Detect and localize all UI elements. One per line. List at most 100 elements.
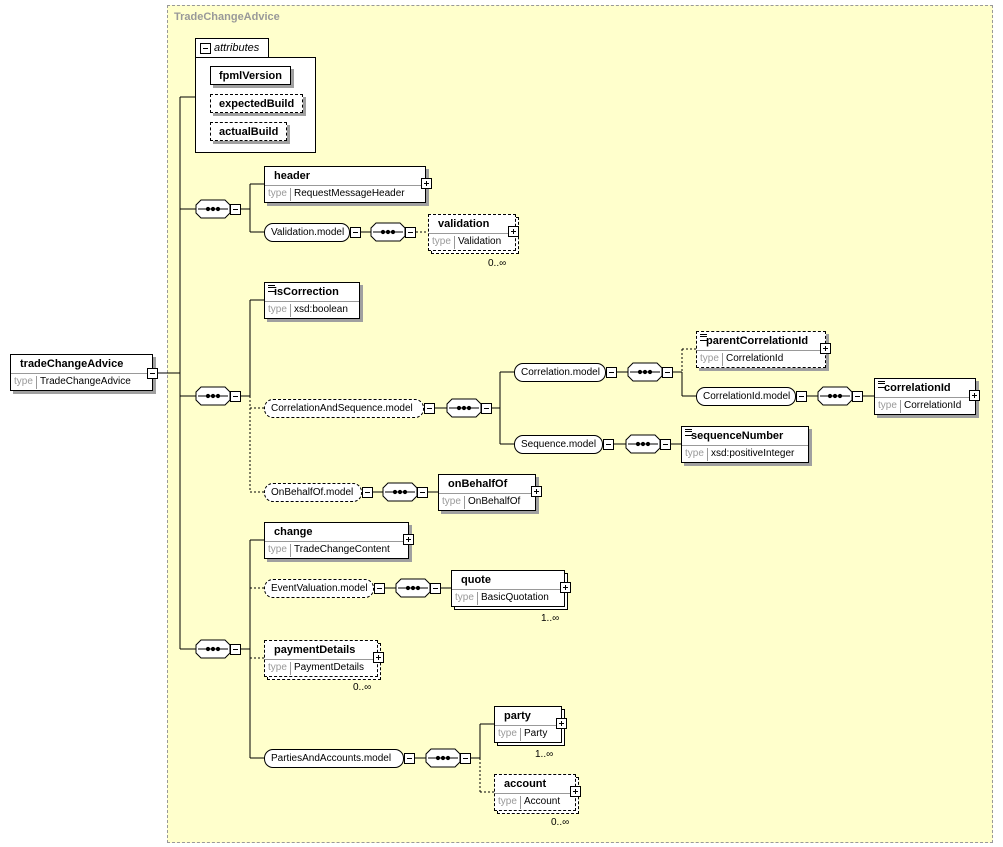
type-value: TradeChangeContent xyxy=(290,544,390,557)
element-name: correlationId xyxy=(884,382,951,394)
group-collapse-toggle[interactable] xyxy=(350,227,361,238)
expand-toggle[interactable] xyxy=(508,226,519,237)
expand-toggle[interactable] xyxy=(556,718,567,729)
type-value: RequestMessageHeader xyxy=(290,188,405,201)
type-key: type xyxy=(455,592,474,603)
attribute-actualBuild[interactable]: actualBuild xyxy=(210,122,288,141)
group-correlation-and-sequence-model[interactable]: CorrelationAndSequence.model xyxy=(264,399,424,418)
complex-type-label: TradeChangeAdvice xyxy=(174,11,280,23)
type-key: type xyxy=(268,304,287,315)
attribute-expectedBuild[interactable]: expectedBuild xyxy=(210,94,304,113)
sequence-collapse-toggle[interactable] xyxy=(230,204,241,215)
type-value: PaymentDetails xyxy=(290,662,364,675)
cardinality-label: 1..∞ xyxy=(535,749,554,760)
element-name: validation xyxy=(438,218,490,230)
group-sequence-model[interactable]: Sequence.model xyxy=(514,435,603,454)
element-name: parentCorrelationId xyxy=(706,335,809,347)
sequence-collapse-toggle[interactable] xyxy=(405,227,416,238)
annotation-icon xyxy=(268,285,275,292)
cardinality-label: 0..∞ xyxy=(551,817,570,828)
type-value: Party xyxy=(520,728,547,741)
root-collapse-toggle[interactable] xyxy=(147,368,158,379)
type-value: CorrelationId xyxy=(900,400,961,413)
type-key: type xyxy=(14,376,33,387)
expand-toggle[interactable] xyxy=(531,486,542,497)
element-name: tradeChangeAdvice xyxy=(20,358,124,370)
sequence-collapse-toggle[interactable] xyxy=(230,391,241,402)
attributes-tab: attributes xyxy=(195,38,269,58)
group-validation-model[interactable]: Validation.model xyxy=(264,223,350,242)
type-key: type xyxy=(268,662,287,673)
element-name: quote xyxy=(461,574,491,586)
attributes-collapse-toggle[interactable] xyxy=(200,43,211,54)
type-key: type xyxy=(442,496,461,507)
group-correlationId-model[interactable]: CorrelationId.model xyxy=(696,387,796,406)
sequence-collapse-toggle[interactable] xyxy=(660,439,671,450)
type-value: OnBehalfOf xyxy=(464,496,520,509)
type-key: type xyxy=(268,544,287,555)
group-collapse-toggle[interactable] xyxy=(424,403,435,414)
element-name: paymentDetails xyxy=(274,644,356,656)
annotation-icon xyxy=(878,381,885,388)
expand-toggle[interactable] xyxy=(820,343,831,354)
type-key: type xyxy=(432,236,451,247)
type-value: CorrelationId xyxy=(722,353,783,366)
type-key: type xyxy=(700,353,719,364)
expand-toggle[interactable] xyxy=(421,178,432,189)
cardinality-label: 1..∞ xyxy=(541,613,560,624)
group-collapse-toggle[interactable] xyxy=(796,391,807,402)
expand-toggle[interactable] xyxy=(403,534,414,545)
cardinality-label: 0..∞ xyxy=(488,258,507,269)
group-partiesAndAccounts-model[interactable]: PartiesAndAccounts.model xyxy=(264,749,404,768)
group-correlation-model[interactable]: Correlation.model xyxy=(514,363,606,382)
type-key: type xyxy=(878,400,897,411)
type-value: BasicQuotation xyxy=(477,592,549,605)
type-key: type xyxy=(498,728,517,739)
element-name: header xyxy=(274,170,311,182)
attributes-title: attributes xyxy=(214,42,260,54)
type-value: xsd:boolean xyxy=(290,304,348,317)
cardinality-label: 0..∞ xyxy=(353,682,372,693)
sequence-collapse-toggle[interactable] xyxy=(662,367,673,378)
attribute-fpmlVersion[interactable]: fpmlVersion xyxy=(210,66,291,85)
sequence-collapse-toggle[interactable] xyxy=(852,391,863,402)
sequence-collapse-toggle[interactable] xyxy=(230,644,241,655)
element-name: sequenceNumber xyxy=(691,430,784,442)
group-eventValuation-model[interactable]: EventValuation.model xyxy=(264,579,374,598)
expand-toggle[interactable] xyxy=(560,582,571,593)
type-key: type xyxy=(498,796,517,807)
type-value: xsd:positiveInteger xyxy=(707,448,794,461)
type-key: type xyxy=(685,448,704,459)
sequence-collapse-toggle[interactable] xyxy=(460,753,471,764)
element-name: party xyxy=(504,710,531,722)
sequence-collapse-toggle[interactable] xyxy=(481,403,492,414)
sequence-collapse-toggle[interactable] xyxy=(430,583,441,594)
type-value: Account xyxy=(520,796,560,809)
expand-toggle[interactable] xyxy=(570,786,581,797)
group-collapse-toggle[interactable] xyxy=(374,583,385,594)
expand-toggle[interactable] xyxy=(373,652,384,663)
group-collapse-toggle[interactable] xyxy=(606,367,617,378)
element-name: account xyxy=(504,778,547,790)
sequence-collapse-toggle[interactable] xyxy=(417,487,428,498)
group-onBehalfOf-model[interactable]: OnBehalfOf.model xyxy=(264,483,362,502)
annotation-icon xyxy=(685,429,692,436)
group-collapse-toggle[interactable] xyxy=(362,487,373,498)
group-collapse-toggle[interactable] xyxy=(603,439,614,450)
group-collapse-toggle[interactable] xyxy=(404,753,415,764)
expand-toggle[interactable] xyxy=(969,390,980,401)
